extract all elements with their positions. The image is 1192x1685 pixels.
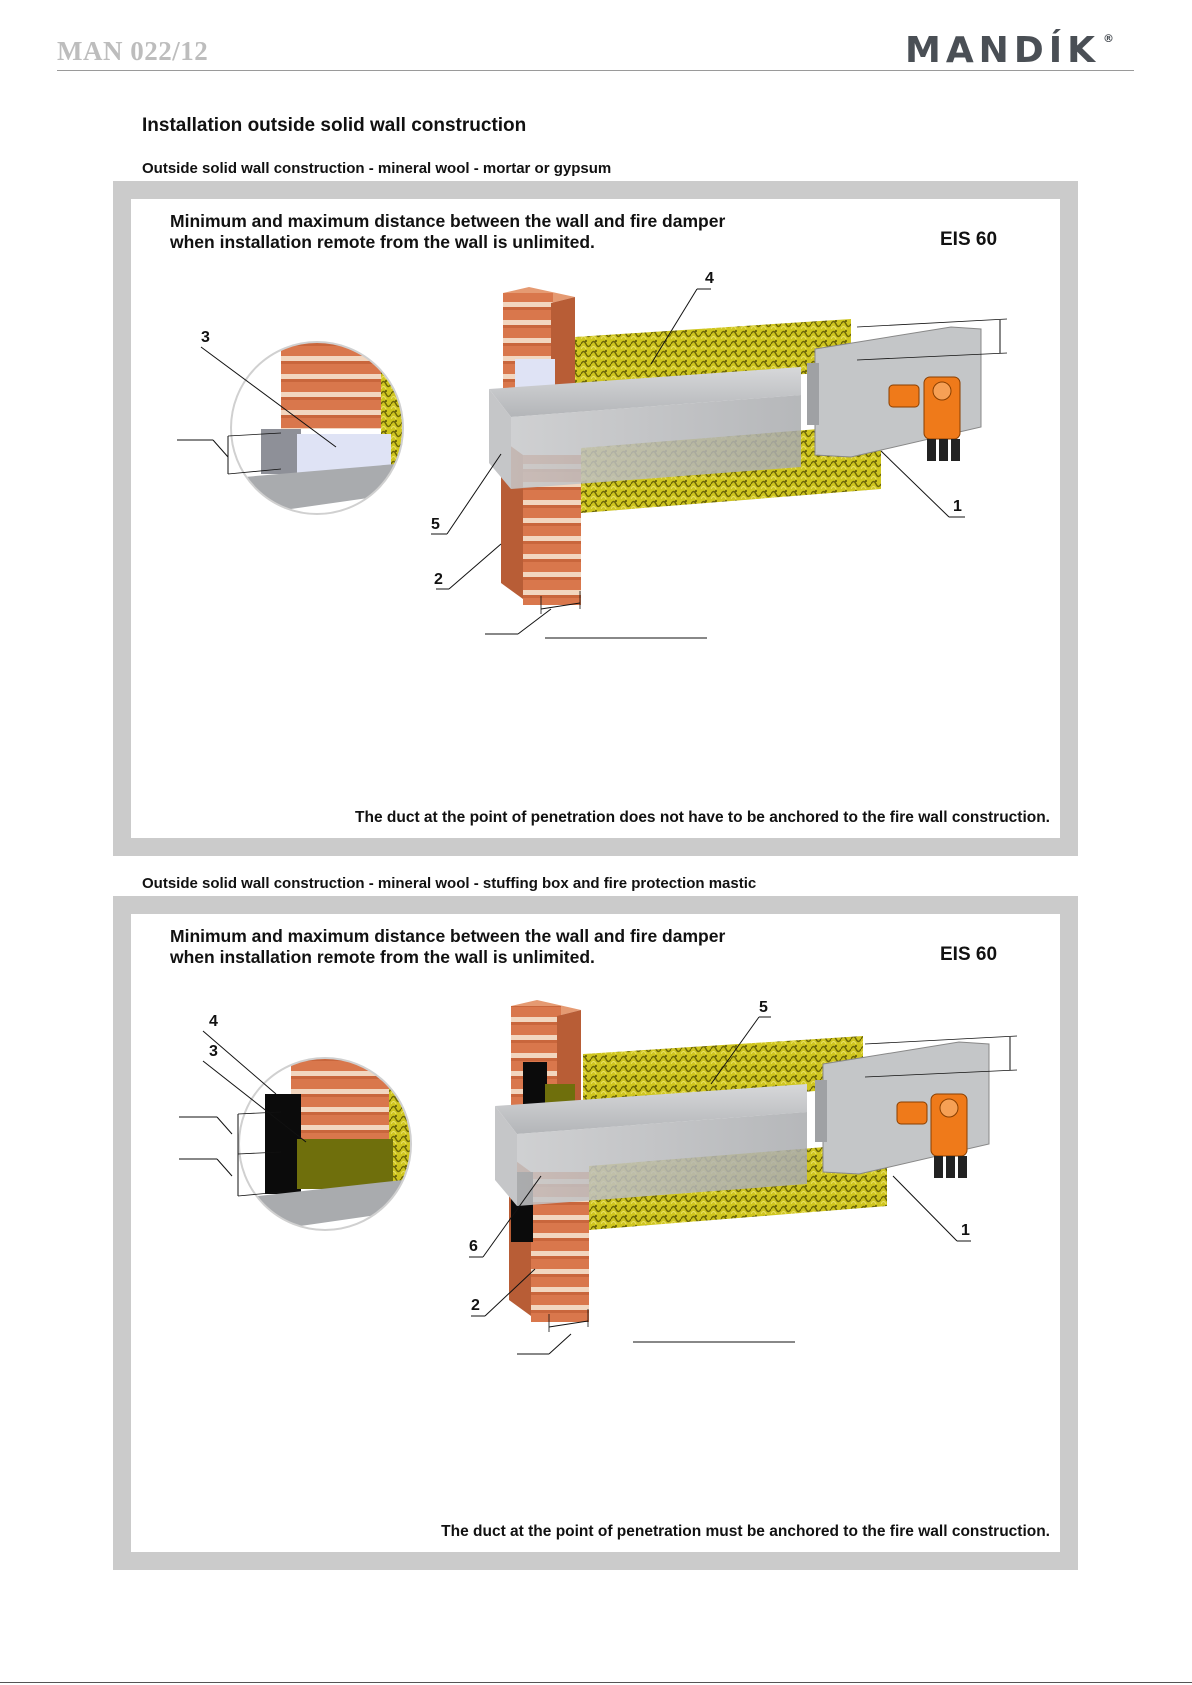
mandik-logo: MANDÍK ® <box>905 30 1114 71</box>
logo-registered-mark: ® <box>1103 32 1114 45</box>
section-1-heading: Minimum and maximum distance between the… <box>170 211 726 252</box>
section-2-heading: Minimum and maximum distance between the… <box>170 926 726 967</box>
section-1-callout-3: 3 <box>201 329 210 346</box>
detail-magnifier-icon <box>230 341 404 515</box>
section-1-note: The duct at the point of penetration doe… <box>355 809 1050 826</box>
section-2-panel-inner: Minimum and maximum distance between the… <box>131 914 1060 1552</box>
actuator-icon <box>888 376 961 461</box>
section-1-callout-1: 1 <box>953 498 962 515</box>
section-2-note: The duct at the point of penetration mus… <box>441 1523 1050 1540</box>
section-1-panel-inner: Minimum and maximum distance between the… <box>131 199 1060 838</box>
page-title: Installation outside solid wall construc… <box>142 115 527 136</box>
footer-divider <box>0 1682 1192 1683</box>
section-1-fire-rating: EIS 60 <box>940 229 998 250</box>
section-2-callout-4: 4 <box>209 1013 218 1030</box>
section-2-callout-1: 1 <box>961 1222 970 1239</box>
section-2-fire-rating: EIS 60 <box>940 944 998 965</box>
section-1-callout-5: 5 <box>431 516 440 533</box>
section-2-installation-drawing: 4 3 <box>179 999 1018 1355</box>
actuator-icon <box>896 1093 968 1178</box>
section-1-installation-drawing: 3 <box>177 270 1008 639</box>
document-code: MAN 022/12 <box>57 36 209 66</box>
detail-magnifier-icon <box>238 1057 412 1231</box>
section-2-caption: Outside solid wall construction - minera… <box>142 875 757 892</box>
section-1-panel: Minimum and maximum distance between the… <box>113 181 1078 856</box>
section-1-callout-2: 2 <box>434 571 443 588</box>
section-2-callout-6: 6 <box>469 1238 478 1255</box>
duct-icon <box>489 367 801 489</box>
header-divider <box>57 70 1134 71</box>
section-2-callout-3: 3 <box>209 1043 218 1060</box>
section-1-caption: Outside solid wall construction - minera… <box>142 160 612 177</box>
logo-text: MANDÍK <box>905 30 1100 71</box>
section-2-panel: Minimum and maximum distance between the… <box>113 896 1078 1570</box>
section-1-callout-4: 4 <box>705 270 714 287</box>
duct-icon <box>495 1084 807 1206</box>
section-2-callout-5: 5 <box>759 999 768 1016</box>
section-2-callout-2: 2 <box>471 1297 480 1314</box>
